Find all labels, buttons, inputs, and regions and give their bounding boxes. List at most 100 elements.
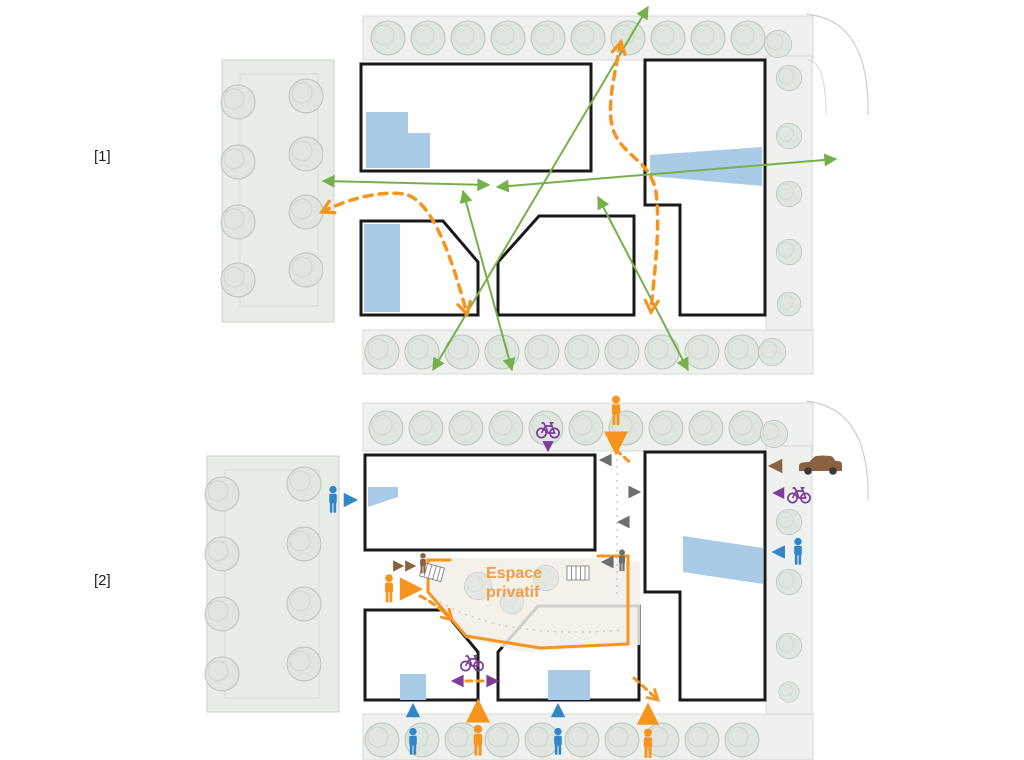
arrow-up-icon — [405, 702, 421, 718]
tree-icon — [604, 722, 640, 758]
glazing-shape — [366, 112, 430, 168]
pedestrian-path — [608, 38, 660, 316]
tree-icon — [370, 20, 406, 56]
stairs-icon — [566, 565, 590, 581]
tree-icon — [775, 568, 803, 596]
tree-icon — [650, 20, 686, 56]
tree-icon — [778, 681, 800, 703]
arrow-right-icon — [343, 492, 359, 508]
tree-icon — [220, 262, 256, 298]
glazing-shape — [548, 670, 590, 700]
orange-dashed-paths-2 — [418, 448, 661, 702]
park-west-1 — [220, 59, 335, 323]
tree-icon — [450, 20, 486, 56]
tree-icon — [684, 722, 720, 758]
tree-icon — [690, 20, 726, 56]
pedestrian-path — [319, 191, 472, 318]
arrow-right-icon — [405, 560, 417, 572]
tree-icon — [568, 410, 604, 446]
tree-icon — [724, 334, 760, 370]
glazing-shape — [364, 224, 400, 312]
tree-icon — [604, 334, 640, 370]
building-east — [643, 450, 767, 702]
park-west-2 — [204, 455, 340, 713]
pedestrian-icon — [385, 574, 393, 603]
tree-icon — [288, 136, 324, 172]
arrow-right-icon — [628, 485, 642, 499]
pedestrian-path — [418, 594, 454, 622]
tree-icon — [204, 656, 240, 692]
tree-icon — [564, 334, 600, 370]
curb-curve — [805, 400, 869, 501]
tree-icon — [490, 20, 526, 56]
tree-icon — [775, 64, 803, 92]
building-northwest — [363, 453, 597, 552]
orange-pedestrian-paths-1 — [319, 38, 660, 318]
tree-icon — [410, 20, 446, 56]
curb-curve — [805, 13, 869, 116]
tree-icon — [204, 596, 240, 632]
building-east — [643, 58, 767, 317]
tree-icon — [728, 410, 764, 446]
tree-icon — [775, 238, 803, 266]
tree-icon — [648, 410, 684, 446]
tree-icon — [286, 526, 322, 562]
arrow-up-icon — [550, 702, 566, 718]
tree-icon — [364, 722, 400, 758]
courtyard-label-line1: Espace — [486, 565, 542, 582]
tree-icon — [730, 20, 766, 56]
tree-icon — [368, 410, 404, 446]
glazing-shape — [368, 487, 398, 507]
tree-icon — [776, 291, 802, 317]
tree-icon — [286, 466, 322, 502]
glazing-2 — [368, 487, 763, 700]
tree-icon — [775, 122, 803, 150]
tree-icon — [570, 20, 606, 56]
tree-icon — [488, 410, 524, 446]
tree-icon — [644, 334, 680, 370]
arrow-right-icon — [393, 560, 405, 572]
tree-icon — [448, 410, 484, 446]
tree-icon — [530, 20, 566, 56]
tree-icon — [408, 410, 444, 446]
tree-icon — [524, 334, 560, 370]
tree-icon — [764, 29, 792, 58]
tree-icon — [364, 334, 400, 370]
tree-icon — [775, 632, 803, 660]
tree-icon — [484, 334, 520, 370]
building-southwest — [363, 608, 480, 702]
tree-icon — [288, 194, 324, 230]
glazing-shape — [683, 536, 763, 584]
courtyard-label-line2: privatif — [486, 584, 540, 601]
tree-icon — [220, 204, 256, 240]
tree-icon — [775, 180, 803, 208]
view-axis-arrow — [321, 174, 491, 192]
boundary-segment — [464, 634, 630, 650]
tree-icon — [220, 84, 256, 120]
tree-icon — [288, 78, 324, 114]
building-south — [496, 214, 636, 317]
tree-icon — [286, 646, 322, 682]
tree-icon — [688, 410, 724, 446]
pedestrian-path — [632, 676, 661, 702]
tree-icon — [758, 337, 786, 367]
tree-icon — [288, 252, 324, 288]
tree-icon — [684, 334, 720, 370]
tree-icon — [484, 722, 520, 758]
site-plan-2: Espace privatif — [204, 395, 869, 760]
tree-icon — [204, 476, 240, 512]
arrow-left-icon — [598, 453, 612, 467]
site-plan-1 — [220, 5, 869, 375]
tree-icon — [724, 722, 760, 758]
tree-icon — [610, 20, 646, 56]
figure2-label: [2] — [94, 572, 111, 589]
arrow-up-icon — [466, 698, 490, 723]
tree-icon — [760, 419, 788, 449]
tree-icon — [204, 536, 240, 572]
tree-icon — [524, 722, 560, 758]
tree-icon — [404, 334, 440, 370]
tree-icon — [286, 586, 322, 622]
tree-icon — [775, 508, 803, 536]
